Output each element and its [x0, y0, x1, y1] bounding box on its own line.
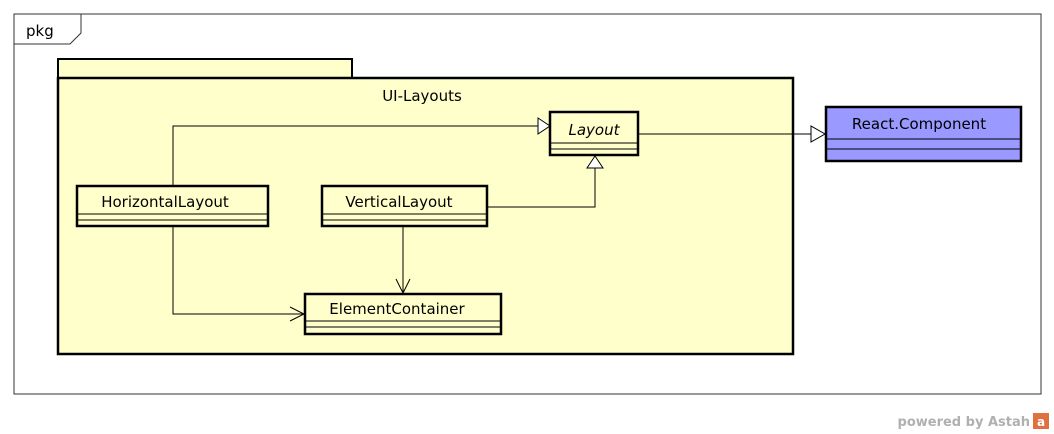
- class-horizontal-layout[interactable]: HorizontalLayout: [75, 184, 270, 228]
- class-element-container[interactable]: ElementContainer: [303, 292, 503, 336]
- watermark-text: powered by Astah: [898, 415, 1030, 430]
- class-react-component[interactable]: React.Component: [824, 105, 1023, 163]
- package-name: UI-Layouts: [382, 87, 462, 105]
- connectors: [172, 125, 811, 315]
- generalization-horizontal-to-layout: [172, 125, 538, 186]
- class-name: VerticalLayout: [345, 193, 452, 211]
- frame-label-tab: [14, 14, 82, 45]
- association-horizontal-to-container: [172, 227, 304, 315]
- astah-logo-letter: a: [1037, 415, 1045, 429]
- class-vertical-layout[interactable]: VerticalLayout: [320, 184, 489, 228]
- class-name: Layout: [569, 121, 621, 139]
- class-name: HorizontalLayout: [101, 193, 229, 211]
- generalization-arrowhead: [537, 117, 551, 135]
- package-tab: [57, 58, 353, 79]
- generalization-arrowhead: [586, 155, 604, 169]
- class-name: React.Component: [852, 115, 986, 133]
- generalization-arrowhead: [810, 125, 827, 143]
- astah-logo-icon: [1033, 413, 1049, 429]
- generalization-vertical-to-layout: [487, 168, 596, 208]
- class-layout[interactable]: Layout: [548, 110, 640, 157]
- class-name: ElementContainer: [329, 300, 465, 318]
- frame-label: pkg: [26, 22, 54, 40]
